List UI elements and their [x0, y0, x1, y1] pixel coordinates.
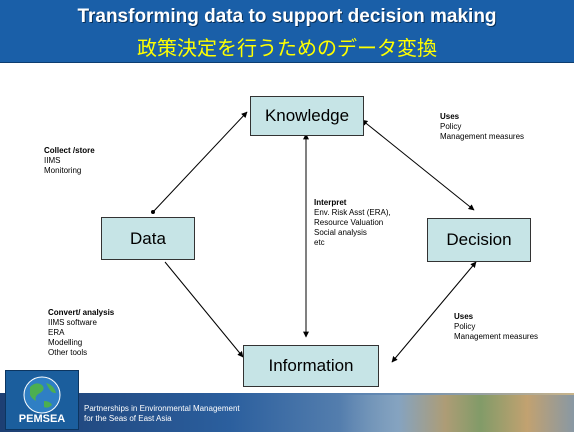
footer-photo-strip [340, 395, 574, 432]
node-information: Information [243, 345, 379, 387]
note-item: Management measures [440, 132, 525, 141]
note-collect-store: Collect /store IIMS Monitoring [44, 146, 95, 176]
footer-line-2: for the Seas of East Asia [84, 414, 172, 423]
footer-line-1: Partnerships in Environmental Management [84, 404, 240, 413]
note-heading: Convert/ analysis [48, 308, 115, 317]
note-item: ERA [48, 328, 65, 337]
note-uses-bottom: Uses Policy Management measures [454, 312, 538, 342]
note-item: Env. Risk Asst (ERA), [314, 208, 391, 217]
note-item: IIMS software [48, 318, 97, 327]
slide-title: Transforming data to support decision ma… [77, 6, 497, 27]
arrow-data-to-information [164, 261, 244, 358]
slide-title-japanese: 政策決定を行うためのデータ変換 [137, 36, 437, 60]
note-item: Modelling [48, 338, 83, 347]
note-heading: Uses [454, 312, 474, 321]
logo-text: PEMSEA [18, 413, 66, 425]
note-item: IIMS [44, 156, 61, 165]
note-convert-analysis: Convert/ analysis IIMS software ERA Mode… [48, 308, 114, 358]
note-interpret: Interpret Env. Risk Asst (ERA), Resource… [314, 198, 391, 248]
note-uses-top: Uses Policy Management measures [440, 112, 524, 142]
note-heading: Uses [440, 112, 460, 121]
note-item: Other tools [48, 348, 88, 357]
note-item: Resource Valuation [314, 218, 384, 227]
title-bar: Transforming data to support decision ma… [0, 0, 574, 63]
note-item: etc [314, 238, 325, 247]
note-item: Social analysis [314, 228, 367, 237]
note-item: Management measures [454, 332, 539, 341]
note-item: Monitoring [44, 166, 82, 175]
arrow-data-to-knowledge [152, 111, 248, 213]
arrow-knowledge-decision [361, 119, 475, 211]
node-decision: Decision [427, 218, 531, 262]
pemsea-logo: PEMSEA [5, 370, 79, 430]
arrow-information-decision [391, 261, 477, 363]
globe-icon [23, 376, 61, 414]
node-data: Data [101, 217, 195, 260]
note-item: Policy [454, 322, 476, 331]
footer-text: Partnerships in Environmental Management… [84, 404, 240, 424]
note-heading: Interpret [314, 198, 347, 207]
arrow-dot [151, 210, 155, 214]
note-item: Policy [440, 122, 462, 131]
node-knowledge: Knowledge [250, 96, 364, 136]
note-heading: Collect /store [44, 146, 95, 155]
